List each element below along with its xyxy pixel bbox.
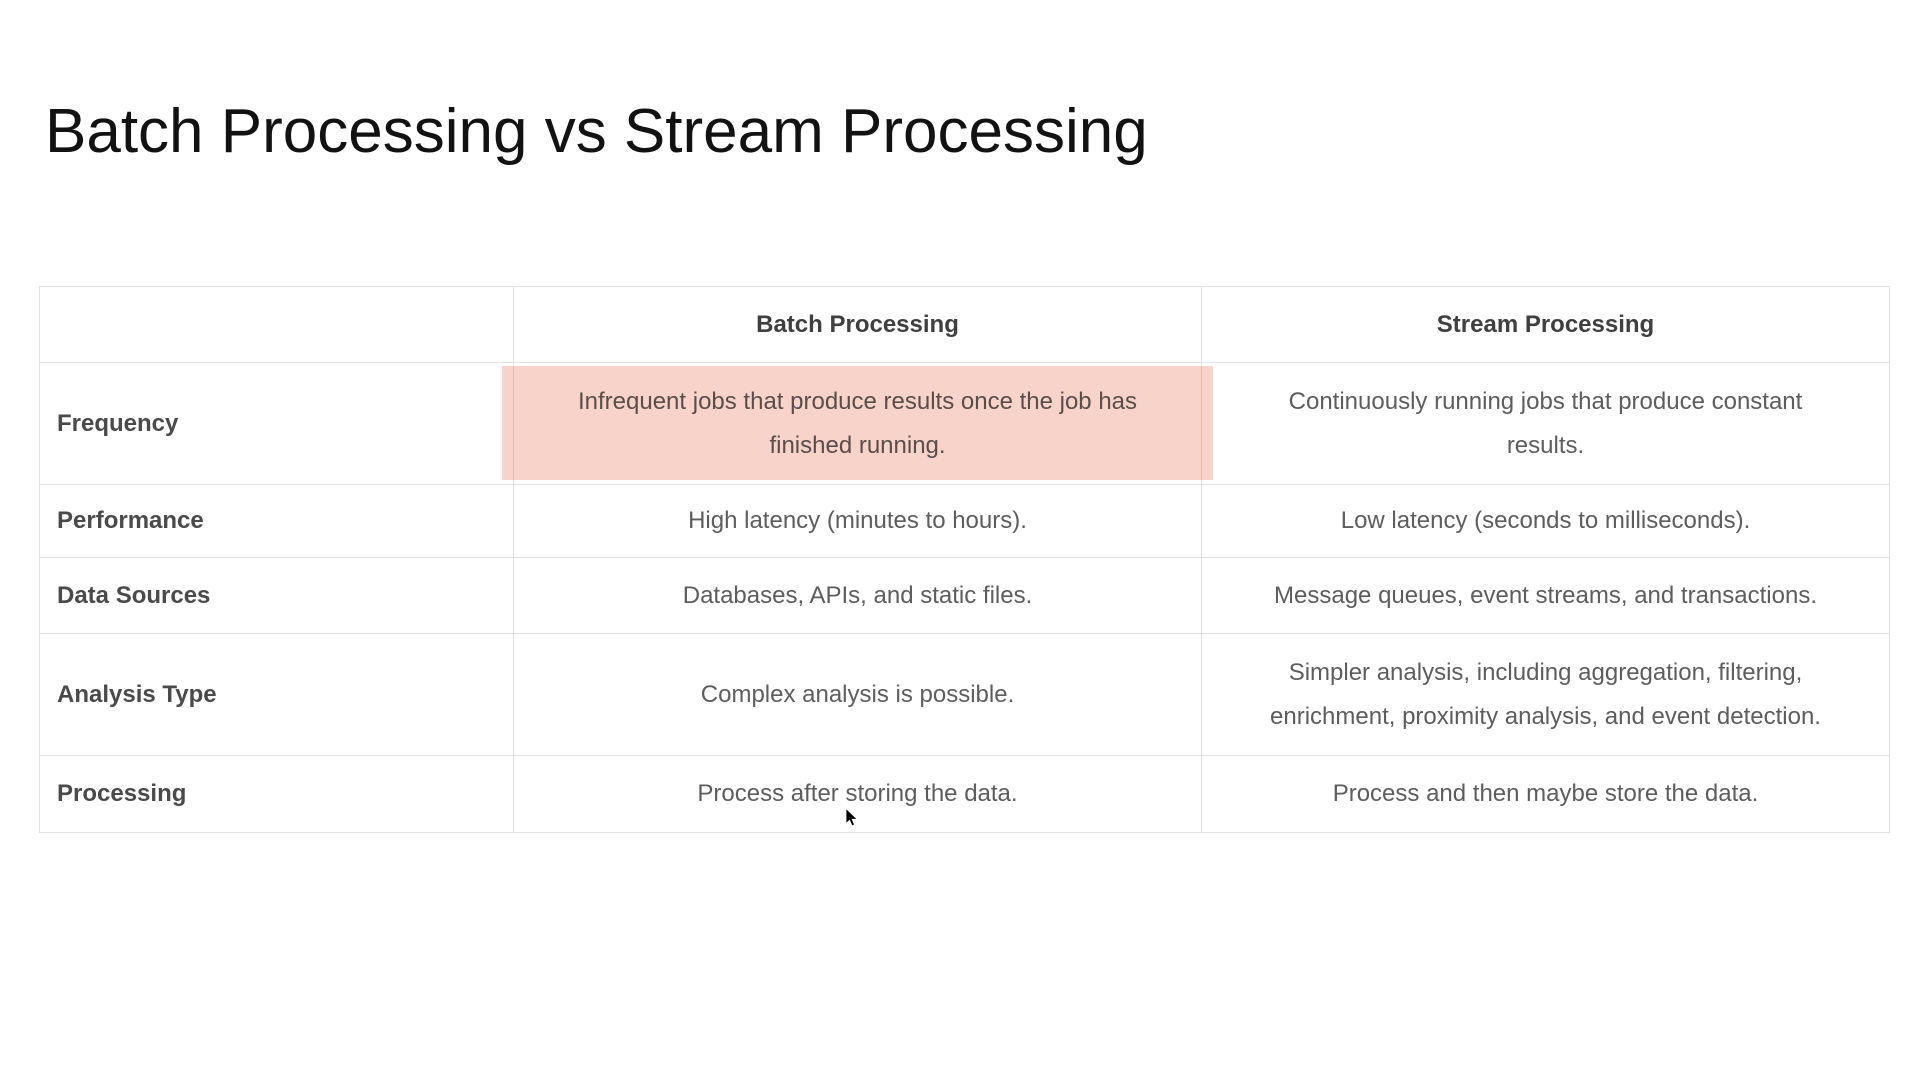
- header-cell-batch-processing: Batch Processing: [513, 286, 1202, 363]
- row-label-data-sources: Data Sources: [39, 557, 514, 634]
- cell-performance-batch: High latency (minutes to hours).: [513, 484, 1202, 558]
- table-row-performance: Performance High latency (minutes to hou…: [39, 484, 1890, 558]
- comparison-table: Batch Processing Stream Processing Frequ…: [39, 286, 1890, 833]
- row-label-performance: Performance: [39, 484, 514, 558]
- cell-frequency-stream: Continuously running jobs that produce c…: [1201, 362, 1890, 485]
- header-cell-empty: [39, 286, 514, 363]
- table-row-processing: Processing Process after storing the dat…: [39, 755, 1890, 833]
- cell-performance-stream: Low latency (seconds to milliseconds).: [1201, 484, 1890, 558]
- page-title: Batch Processing vs Stream Processing: [45, 97, 1148, 166]
- cell-processing-batch: Process after storing the data.: [513, 755, 1202, 833]
- header-cell-stream-processing: Stream Processing: [1201, 286, 1890, 363]
- row-label-processing: Processing: [39, 755, 514, 833]
- cell-analysis-type-batch: Complex analysis is possible.: [513, 633, 1202, 756]
- table-row-data-sources: Data Sources Databases, APIs, and static…: [39, 557, 1890, 634]
- table-header-row: Batch Processing Stream Processing: [39, 286, 1890, 363]
- table-row-analysis-type: Analysis Type Complex analysis is possib…: [39, 633, 1890, 756]
- table-row-frequency: Frequency Infrequent jobs that produce r…: [39, 362, 1890, 485]
- row-label-frequency: Frequency: [39, 362, 514, 485]
- cell-data-sources-batch: Databases, APIs, and static files.: [513, 557, 1202, 634]
- cell-frequency-batch: Infrequent jobs that produce results onc…: [513, 362, 1202, 485]
- cell-processing-stream: Process and then maybe store the data.: [1201, 755, 1890, 833]
- row-label-analysis-type: Analysis Type: [39, 633, 514, 756]
- cell-analysis-type-stream: Simpler analysis, including aggregation,…: [1201, 633, 1890, 756]
- cell-data-sources-stream: Message queues, event streams, and trans…: [1201, 557, 1890, 634]
